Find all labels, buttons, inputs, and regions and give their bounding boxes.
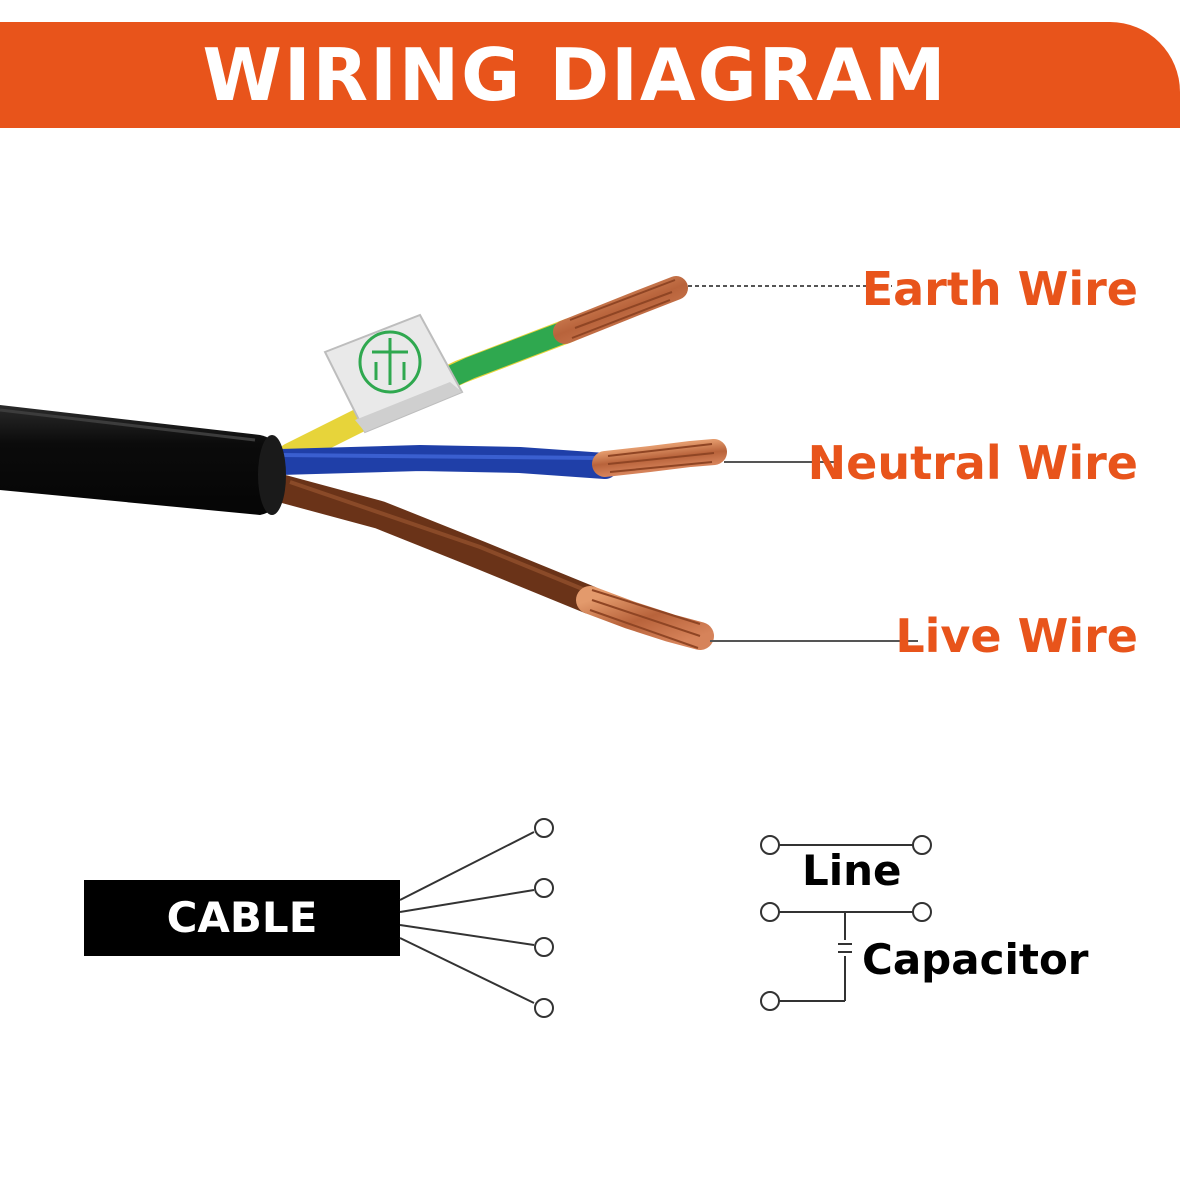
capacitor-label: Capacitor [862,935,1089,984]
terminal-icon [760,991,780,1011]
earth-tag [323,313,464,434]
terminal-icon [534,818,554,838]
line-capacitor-symbol [779,844,913,1002]
terminal-icon [534,878,554,898]
terminal-icon [534,937,554,957]
page-title: WIRING DIAGRAM [202,33,948,117]
live-wire [266,474,714,650]
terminal-icon [912,902,932,922]
earth-symbol-icon [358,330,422,394]
line-terminals [760,835,932,1011]
cable-jacket [0,405,286,515]
neutral-wire [267,439,727,479]
line-label: Line [802,846,902,895]
terminal-icon [534,998,554,1018]
cable-fan-lines [399,831,535,1004]
live-wire-label: Live Wire [895,609,1138,663]
neutral-wire-label: Neutral Wire [807,436,1138,490]
earth-wire-label: Earth Wire [861,262,1138,316]
cable-terminals [534,818,554,1018]
cable-illustration [0,276,918,650]
title-banner [0,22,1180,128]
terminal-icon [760,835,780,855]
cable-label: CABLE [166,893,318,942]
cable-block [84,880,400,956]
terminal-icon [760,902,780,922]
terminal-icon [912,835,932,855]
